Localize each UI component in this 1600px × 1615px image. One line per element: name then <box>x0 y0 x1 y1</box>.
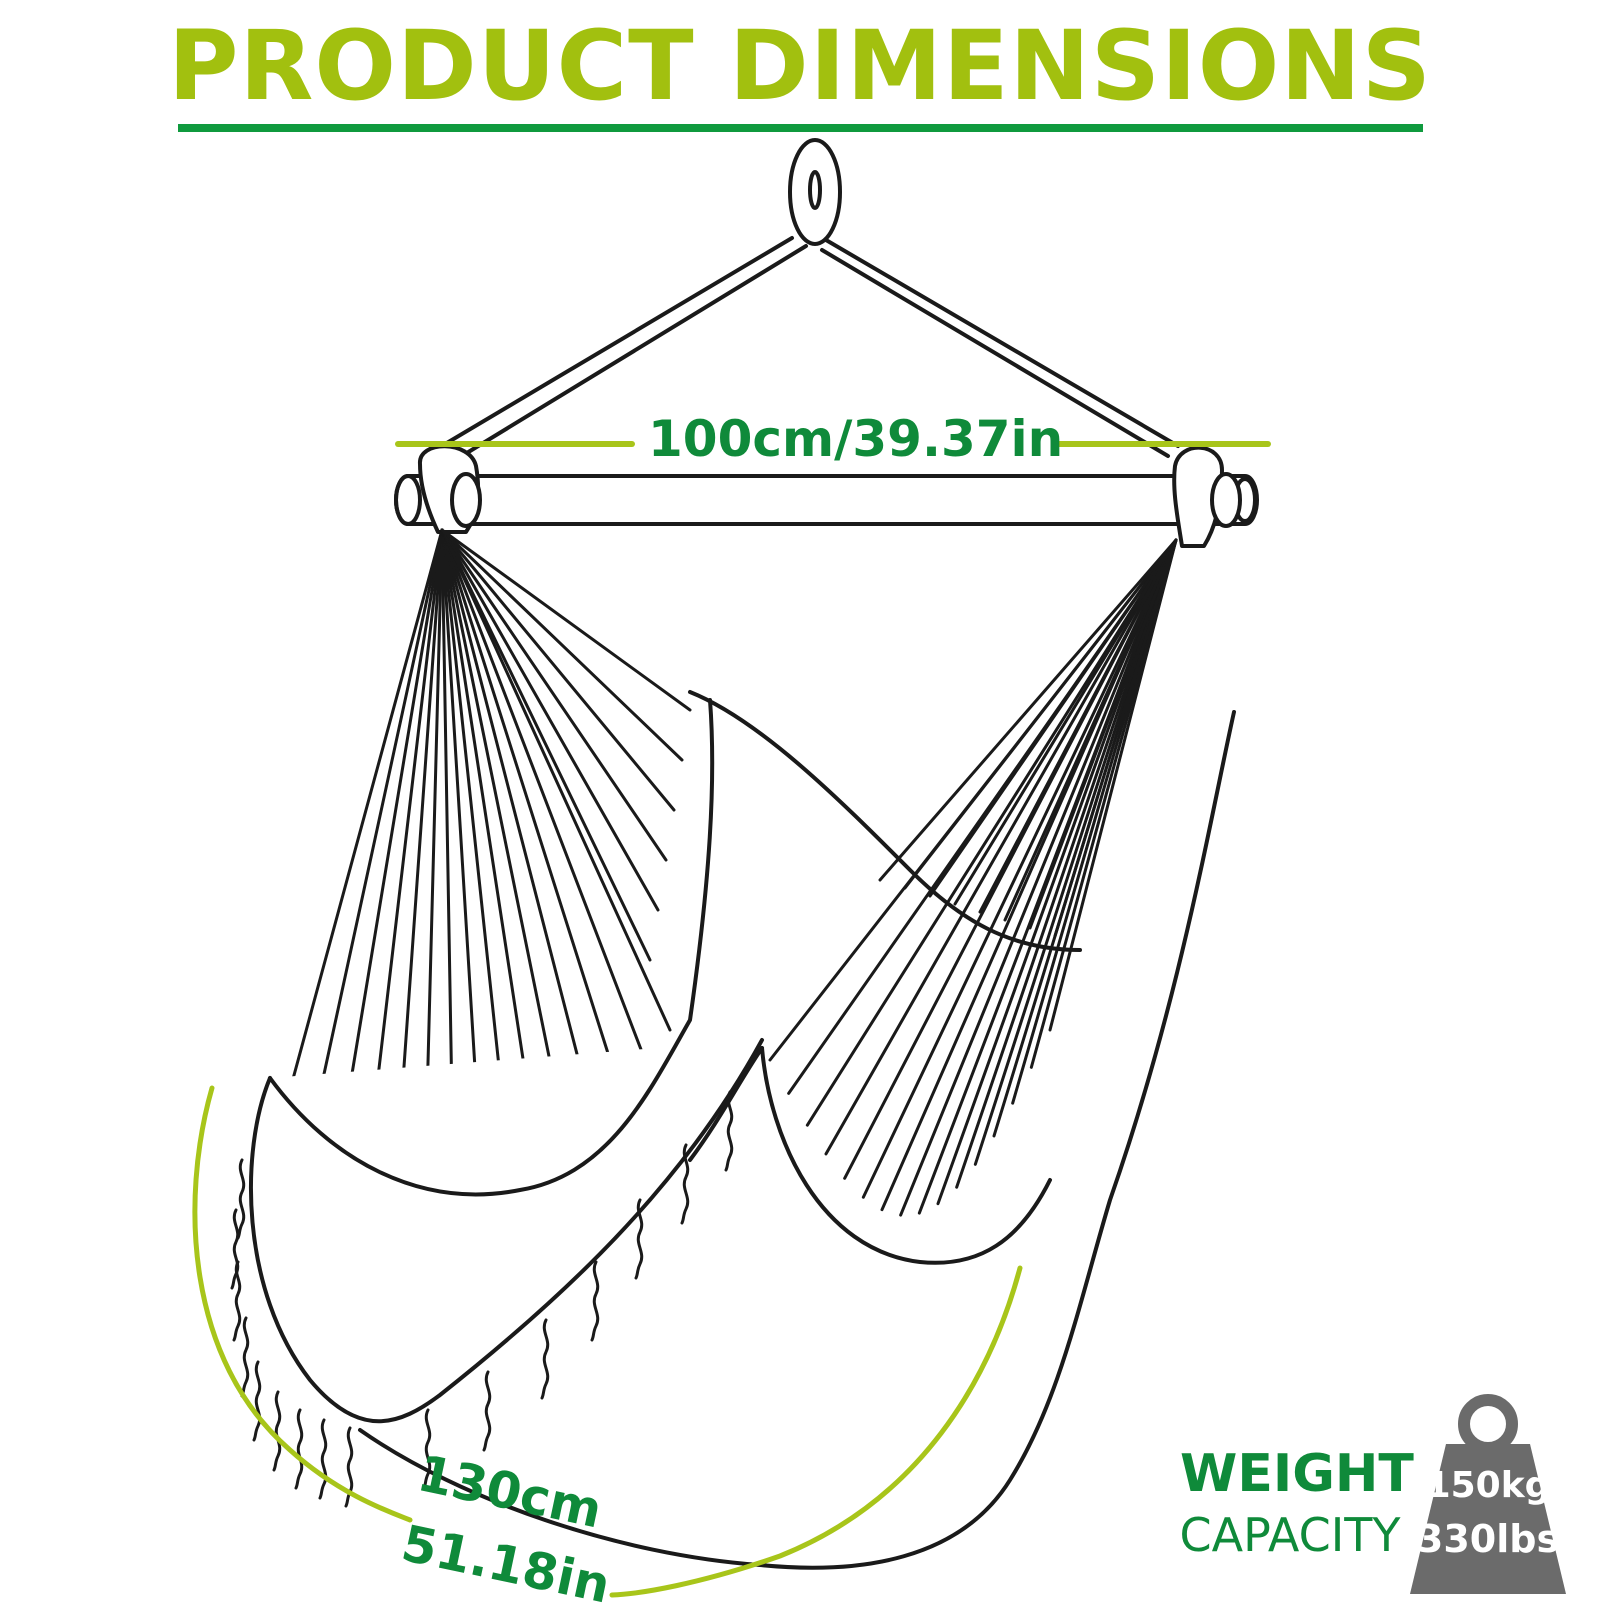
tassel <box>240 1316 250 1398</box>
seat-string <box>440 528 692 712</box>
seat-string <box>342 528 444 1122</box>
hanging-ring <box>788 138 842 246</box>
tassel <box>252 1360 262 1442</box>
seat-string <box>440 528 509 1145</box>
width-dimension-label: 100cm/39.37in <box>648 410 1064 468</box>
weight-icon <box>1410 1394 1566 1594</box>
right-seat-strings <box>768 538 1178 1217</box>
seat-string <box>424 528 444 1152</box>
seat-string <box>440 528 591 1101</box>
spreader-bar <box>394 444 1259 548</box>
seat-string <box>824 538 1178 1156</box>
seat-string <box>440 528 645 1056</box>
seat-string <box>440 528 660 912</box>
seat-string <box>878 538 1178 882</box>
suspension-ropes <box>433 236 1180 464</box>
tassel <box>232 1260 242 1342</box>
fringe-tassels <box>230 1090 734 1508</box>
weight-lbs-value: 330lbs <box>1416 1517 1560 1561</box>
tassel <box>724 1090 734 1172</box>
seat-string <box>440 528 563 1120</box>
weight-capacity-label: WEIGHT <box>1180 1444 1414 1504</box>
seat-string <box>440 528 482 1152</box>
seat-string <box>928 538 1178 898</box>
seat-string <box>315 528 444 1108</box>
seat-string <box>440 528 652 962</box>
seat-string <box>440 528 455 1154</box>
seat-string <box>1028 538 1178 930</box>
seat-string <box>288 528 444 1092</box>
seat-string <box>440 528 676 812</box>
tassel <box>680 1143 690 1225</box>
weight-kg-value: 150kg <box>1425 1465 1551 1506</box>
seat-string <box>861 538 1178 1199</box>
seat-string <box>936 538 1178 1206</box>
tassel <box>236 1158 246 1240</box>
tassel <box>318 1418 328 1500</box>
seat-string <box>440 528 618 1080</box>
capacity-label: CAPACITY <box>1179 1508 1401 1562</box>
seat-string <box>955 538 1178 1189</box>
length-dimension-arcs <box>192 1085 1023 1598</box>
seat-string <box>1003 538 1178 922</box>
page-title: PRODUCT DIMENSIONS <box>168 10 1432 122</box>
tassel <box>540 1318 550 1400</box>
tassel <box>344 1426 354 1508</box>
seat-string <box>1053 538 1178 938</box>
tassel <box>230 1208 240 1290</box>
seat-string <box>397 528 444 1145</box>
seat-string <box>440 528 536 1135</box>
seat-string <box>440 528 684 762</box>
seat-string <box>369 528 444 1135</box>
tassel <box>272 1390 282 1472</box>
tassel <box>422 1408 432 1490</box>
seat-string <box>973 538 1178 1166</box>
seat-string <box>440 528 672 1032</box>
seat-string <box>440 528 668 862</box>
tassel <box>634 1198 644 1280</box>
left-seat-strings <box>288 528 692 1154</box>
seat-string <box>805 538 1178 1127</box>
tassel <box>482 1370 492 1452</box>
seat-string <box>903 538 1178 890</box>
seat-string <box>899 538 1178 1217</box>
hammock-fabric <box>249 690 1236 1570</box>
seat-string <box>953 538 1178 906</box>
tassel <box>590 1260 600 1342</box>
seat-string <box>978 538 1178 914</box>
tassel <box>294 1408 304 1490</box>
title-underline <box>178 124 1423 132</box>
